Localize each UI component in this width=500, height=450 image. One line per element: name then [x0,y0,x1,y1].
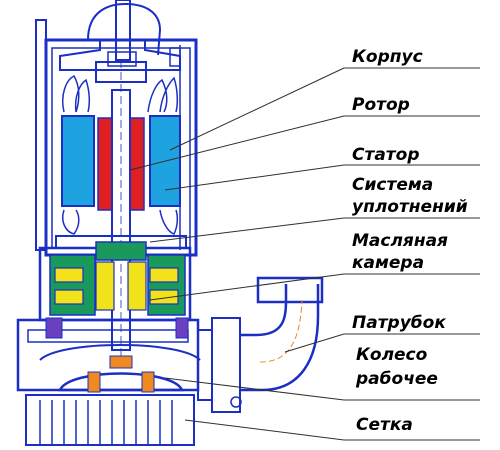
winding-heads-bottom [63,210,178,234]
discharge-nozzle [198,278,322,412]
label-mesh: Сетка [356,415,413,435]
label-oil-chamber-line1: Масляная [352,231,448,251]
top-cover [60,40,180,82]
label-oil-chamber-line2: камера [352,253,424,273]
impeller [60,356,182,392]
strainer-mesh [26,395,194,445]
label-corpus: Корпус [352,47,423,67]
label-seals-line2: уплотнений [352,197,468,217]
cable-entry [116,0,130,60]
label-rotor: Ротор [352,95,410,115]
label-nozzle: Патрубок [352,313,446,333]
label-seals-line1: Система [352,175,433,195]
rotor [98,60,144,360]
label-stator: Статор [352,145,420,165]
callout-labels: Корпус Ротор Статор Система уплотнений М… [352,47,468,435]
label-impeller-line1: Колесо [356,345,428,365]
label-impeller-line2: рабочее [355,369,438,389]
